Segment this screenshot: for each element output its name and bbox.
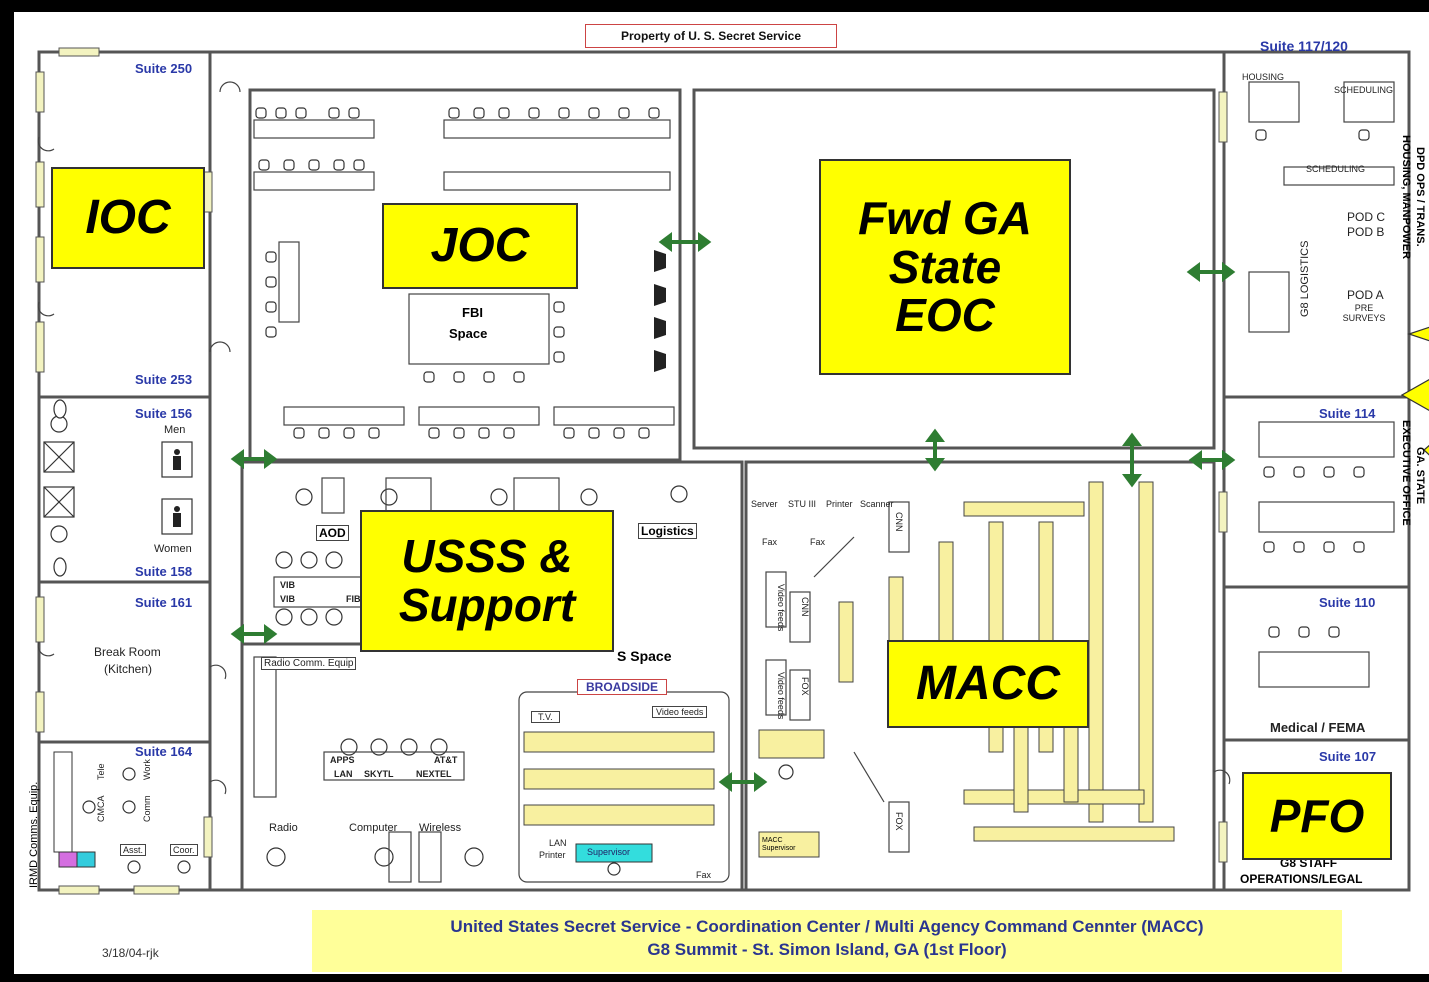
macc-supervisor-label: MACC Supervisor: [762, 837, 796, 852]
lan-printer-label-1: LAN: [549, 838, 567, 848]
fox-label-1: FOX: [800, 677, 810, 696]
video-feeds-vertical-label-1: Video feeds: [776, 584, 786, 632]
supervisor-label: Supervisor: [587, 847, 631, 857]
vib-label-2: VIB: [280, 594, 296, 604]
server-label: Server: [751, 499, 778, 509]
video-feeds-label: Video feeds: [652, 706, 708, 718]
cnn-label-1: CNN: [894, 512, 904, 532]
work-label: Work: [142, 759, 152, 780]
break-room-label: Break Room: [94, 645, 161, 659]
men-label: Men: [164, 424, 186, 436]
video-feeds-vertical-label-2: Video feeds: [776, 672, 786, 720]
pfo-text: PFO: [1269, 789, 1365, 842]
scheduling-label-2: SCHEDULING: [1306, 164, 1366, 174]
suite-117-label: Suite 117/120: [1260, 38, 1348, 54]
joc-text: JOC: [430, 218, 530, 272]
computer-label: Computer: [349, 822, 398, 834]
kitchen-label: (Kitchen): [104, 662, 153, 676]
fib-label: FIB: [346, 594, 361, 604]
nextel-label: NEXTEL: [416, 769, 452, 779]
ga-state-label: GA. STATE: [1414, 447, 1426, 505]
stu-label: STU III: [788, 499, 817, 509]
executive-office-label: EXECUTIVE OFFICE: [1400, 420, 1412, 526]
pod-b-label: POD B: [1347, 225, 1385, 239]
fwd-ga-line-1: Fwd GA: [858, 191, 1032, 244]
suite-110-label: Suite 110: [1319, 595, 1376, 610]
pfo-zone-label: PFO: [1242, 772, 1392, 860]
ioc-text: IOC: [85, 190, 171, 244]
suite-161-label: Suite 161: [135, 595, 193, 610]
dpd-ops-label: DPD OPS / TRANS.: [1414, 147, 1426, 247]
suite-156-label: Suite 156: [135, 406, 193, 421]
footer-line-2: G8 Summit - St. Simon Island, GA (1st Fl…: [647, 940, 1007, 959]
coor-label: Coor.: [170, 844, 198, 856]
operations-legal-label: OPERATIONS/LEGAL: [1240, 872, 1363, 886]
pre-surveys-label: PRE SURVEYS: [1342, 303, 1386, 323]
macc-zone-label: MACC: [887, 640, 1089, 728]
suite-164-label: Suite 164: [135, 744, 193, 759]
radio-label: Radio: [269, 822, 298, 834]
att-label: AT&T: [434, 755, 458, 765]
fox-label-2: FOX: [894, 812, 904, 831]
medical-fema-label: Medical / FEMA: [1270, 720, 1366, 735]
aod-label: AOD: [316, 525, 349, 541]
scanner-label: Scanner: [860, 499, 894, 509]
floor-plan-walls: [35, 47, 1429, 895]
radio-comm-equip-label: Radio Comm. Equip: [261, 657, 357, 670]
asst-label: Asst.: [120, 844, 147, 856]
lan-printer-label-2: Printer: [539, 850, 566, 860]
suite-158-label: Suite 158: [135, 564, 193, 579]
printer-label: Printer: [826, 499, 853, 509]
housing-manpower-label: HOUSING, MANPOWER: [1400, 135, 1412, 260]
usss-support-zone-label: USSS & Support: [360, 510, 614, 652]
broadside-label: BROADSIDE: [577, 679, 668, 695]
fax-label-2: Fax: [810, 537, 826, 547]
vib-label-1: VIB: [280, 580, 296, 590]
scheduling-label-1: SCHEDULING: [1334, 85, 1394, 95]
g8-logistics-label: G8 LOGISTICS: [1299, 240, 1311, 317]
ioc-zone-label: IOC: [51, 167, 205, 269]
housing-label: HOUSING: [1242, 72, 1285, 82]
floor-plan-sheet: Property of U. S. Secret Service Suite 2…: [14, 12, 1429, 974]
fbi-space-label: Space: [449, 326, 488, 341]
usss-line-1: USSS &: [401, 530, 573, 583]
suite-250-label: Suite 250: [135, 61, 193, 76]
suite-253-label: Suite 253: [135, 372, 193, 387]
logistics-label: Logistics: [638, 523, 697, 539]
wireless-label: Wireless: [419, 822, 462, 834]
apps-label: APPS: [330, 755, 355, 765]
fax-label-broadside: Fax: [696, 870, 712, 880]
fwd-ga-line-2: State: [888, 240, 1002, 293]
fax-label-1: Fax: [762, 537, 778, 547]
women-label: Women: [154, 543, 192, 555]
tv-label: T.V.: [531, 711, 560, 723]
suite-114-label: Suite 114: [1319, 406, 1376, 421]
property-label: Property of U. S. Secret Service: [585, 24, 837, 48]
cmca-label: CMCA: [96, 795, 106, 823]
suite-107-label: Suite 107: [1319, 749, 1377, 764]
irmd-label: IRMD Comms. Equip.: [28, 781, 40, 888]
footer-date: 3/18/04-rjk: [102, 946, 159, 960]
fwd-ga-zone-label: Fwd GA State EOC: [819, 159, 1071, 375]
tele-label: Tele: [96, 763, 106, 780]
skytel-label: SKYTL: [364, 769, 394, 779]
footer-banner: United States Secret Service - Coordinat…: [312, 910, 1342, 972]
pod-c-label: POD C: [1347, 210, 1386, 224]
comm-label: Comm: [142, 795, 152, 823]
fbi-label: FBI: [462, 305, 483, 320]
pod-a-label: POD A: [1347, 288, 1384, 302]
fwd-ga-line-3: EOC: [895, 289, 995, 342]
lan-label: LAN: [334, 769, 353, 779]
usss-space-label: S Space: [617, 648, 672, 664]
footer-line-1: United States Secret Service - Coordinat…: [450, 917, 1204, 936]
macc-text: MACC: [916, 656, 1060, 710]
usss-line-2: Support: [398, 579, 576, 631]
cnn-label-2: CNN: [800, 597, 810, 617]
joc-zone-label: JOC: [382, 203, 578, 289]
